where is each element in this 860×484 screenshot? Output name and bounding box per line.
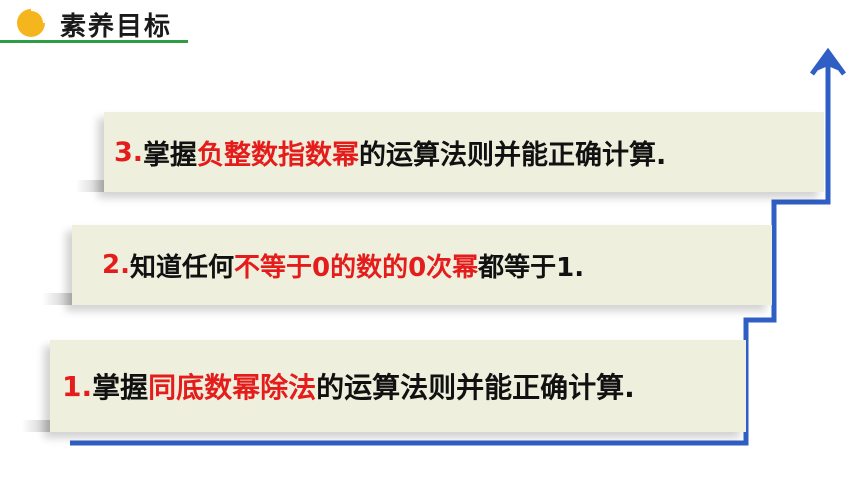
- goal-text: 知道任何: [129, 252, 234, 283]
- goal-number: 1.: [62, 369, 93, 403]
- step-shadow: [42, 293, 74, 305]
- goal-text: 的运算法则并能正确计算.: [316, 371, 635, 404]
- header-underline: [0, 40, 188, 43]
- section-header: 素养目标: [0, 0, 860, 44]
- goal-card-1: 1. 掌握 同底数幂除法 的运算法则并能正确计算.: [50, 340, 746, 432]
- goal-highlight: 负整数指数幂: [197, 139, 360, 171]
- goal-text: 都等于1.: [478, 252, 585, 283]
- goal-number: 2.: [102, 250, 130, 280]
- step-shadow: [76, 180, 106, 192]
- goal-number: 3.: [114, 136, 144, 168]
- goal-text: 的运算法则并能正确计算.: [359, 139, 667, 171]
- goal-card-3: 3. 掌握 负整数指数幂 的运算法则并能正确计算.: [104, 112, 824, 192]
- goal-card-2: 2. 知道任何 不等于0的数的0次幂 都等于1.: [72, 225, 772, 305]
- goal-text: 掌握: [143, 139, 198, 171]
- goal-highlight: 不等于0的数的0次幂: [233, 252, 479, 283]
- goal-text: 掌握: [92, 371, 149, 404]
- goal-highlight: 同底数幂除法: [148, 371, 317, 404]
- section-title: 素养目标: [60, 12, 173, 42]
- pie-chart-icon: [17, 9, 45, 37]
- up-arrow-icon: [814, 50, 842, 72]
- step-shadow: [22, 420, 52, 432]
